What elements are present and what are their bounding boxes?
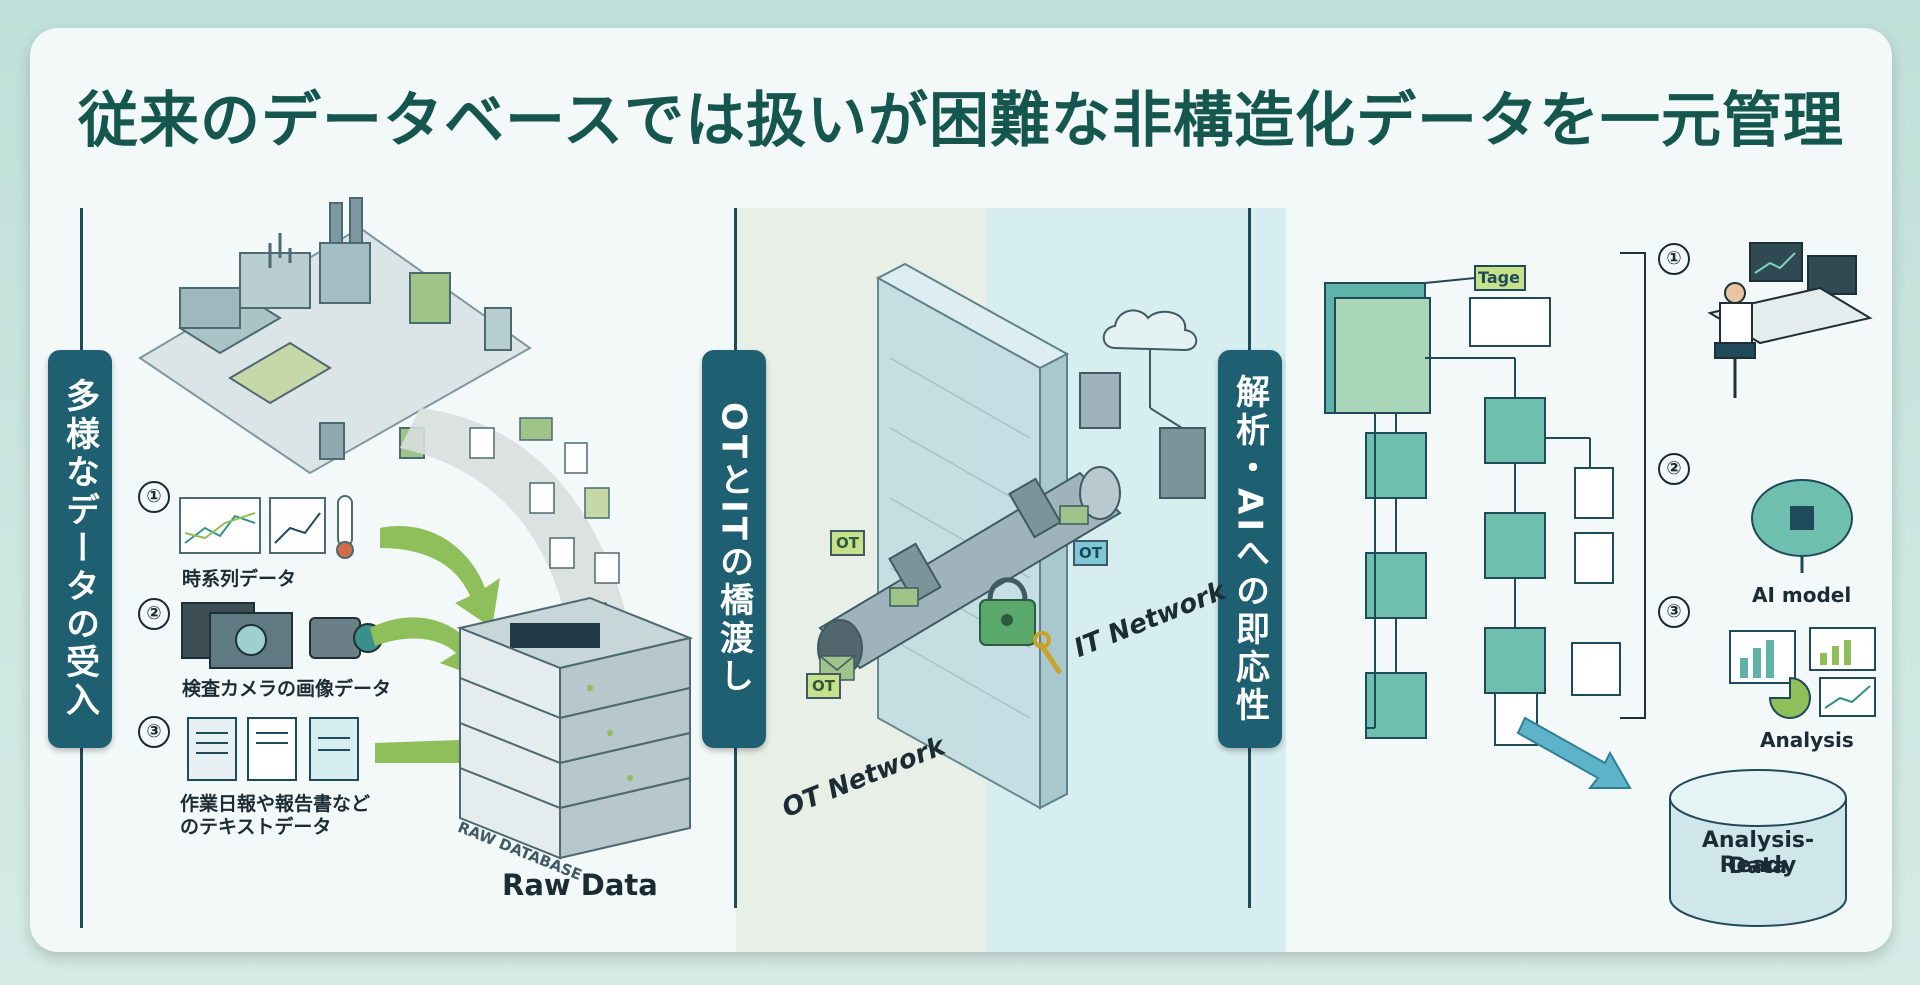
step-3-label-line1: 作業日報や報告書など [180,793,371,815]
ai-model-label: AI model [1752,583,1852,607]
analysis-ready-db-label-line2: Data [1728,854,1788,879]
firewall-wall [875,262,1070,810]
it-tag: OT [1073,540,1108,566]
data-stream-band [400,408,630,638]
analysis-ready-db-label-line1: Analysis-Ready [1701,828,1815,878]
pillar-ot-it-bridge: OTとITの橋渡し [702,350,766,748]
step-2-number: ② [138,598,170,630]
ot-tag-lower: OT [806,673,841,699]
step-1-label: 時系列データ [182,568,297,590]
text-document-icons [187,717,359,781]
padlock-icon [979,577,1063,675]
cloud-server-icon [1079,309,1206,499]
time-series-icons [179,495,354,559]
pillar-analysis-ai: 解析・AIへの即応性 [1218,350,1282,748]
step-3-number: ③ [138,716,170,748]
ai-brain-icon [1751,479,1853,573]
analysis-chart-icons [1729,627,1876,719]
ot-tag-upper: OT [830,530,865,556]
step-3-label-line2: のテキストデータ [180,816,332,838]
camera-image-icons [181,602,383,669]
folder-tree [1324,265,1621,746]
pillar-ot-it-bridge-label: OTとITの橋渡し [713,402,754,696]
analysis-label: Analysis [1760,728,1854,752]
diagram-graphics [138,197,1876,927]
tag-label: Tage [1478,268,1520,287]
analysis-bracket [1620,252,1646,719]
arrow-to-analysis-db [1516,716,1632,789]
data-pipe [817,466,1122,677]
analysis-ready-db [1669,769,1847,927]
raw-database-stack [456,596,694,860]
pillar-analysis-ai-label: 解析・AIへの即応性 [1229,373,1270,725]
pillar-diverse-data-label: 多様なデータの受入 [59,378,100,720]
right-item-1-number: ① [1658,243,1690,275]
step-1-number: ① [138,481,170,513]
infographic-card: 従来のデータベースでは扱いが困難な非構造化データを一元管理 多様なデータの受入 … [30,28,1892,952]
factory-illustration [138,197,532,475]
pillar-diverse-data: 多様なデータの受入 [48,350,112,748]
step-2-label: 検査カメラの画像データ [182,678,392,700]
page-title: 従来のデータベースでは扱いが困難な非構造化データを一元管理 [78,86,1844,156]
right-item-3-number: ③ [1658,596,1690,628]
raw-data-caption: Raw Data [502,868,658,902]
workstation-illustration [1707,242,1873,398]
right-item-2-number: ② [1658,453,1690,485]
